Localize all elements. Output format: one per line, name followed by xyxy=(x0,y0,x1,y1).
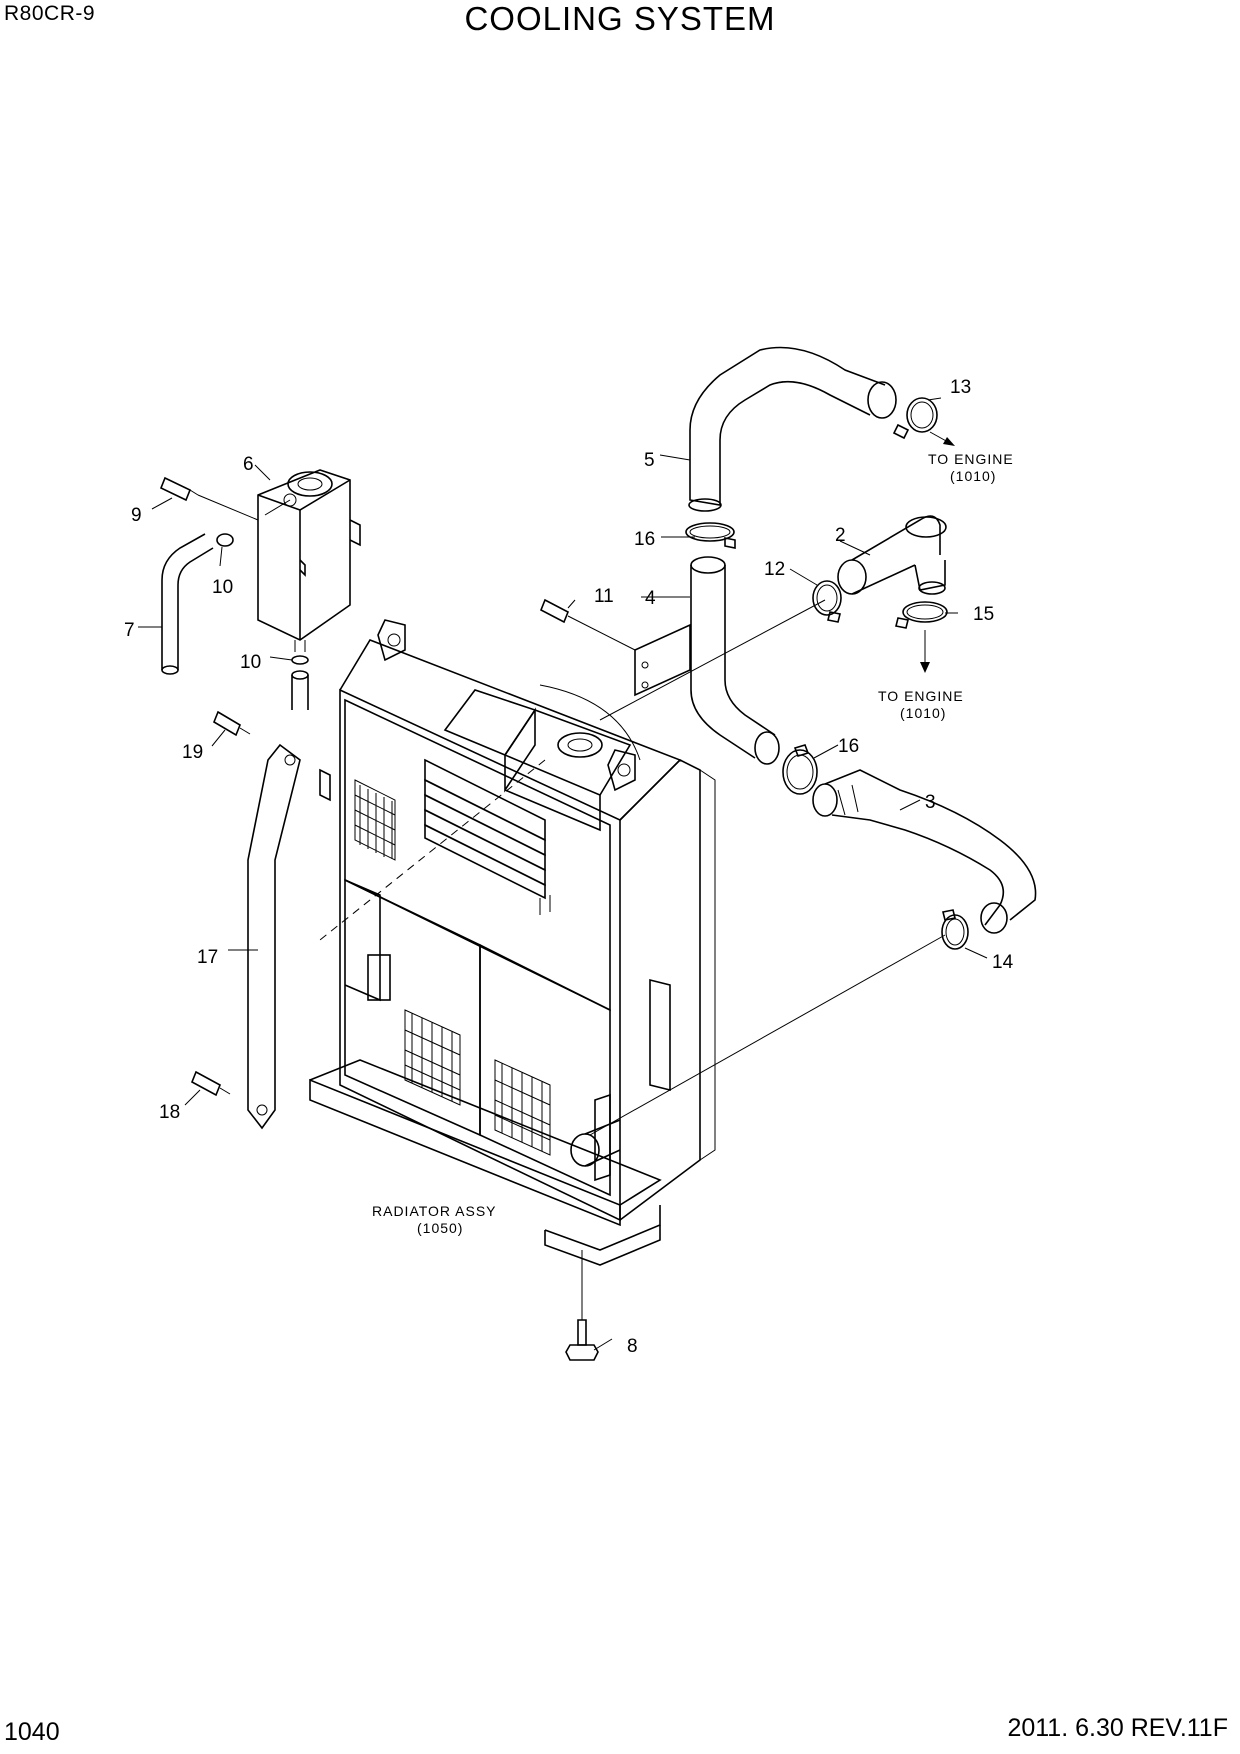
callout-5: 5 xyxy=(644,450,655,471)
hose-3 xyxy=(812,769,1037,934)
tank-outlet-hose xyxy=(291,655,309,710)
overflow-hose xyxy=(161,533,214,670)
leader-lines xyxy=(138,397,988,1351)
callout-10-lower: 10 xyxy=(240,652,261,673)
oil-cooler xyxy=(424,758,551,915)
page-number: 1040 xyxy=(4,1718,60,1746)
note-to-engine-lower-ref: (1010) xyxy=(900,705,946,721)
callout-19: 19 xyxy=(182,742,203,763)
note-radiator-assy: RADIATOR ASSY xyxy=(372,1203,497,1219)
callout-6: 6 xyxy=(243,454,254,475)
callout-10-upper: 10 xyxy=(212,577,233,598)
clamp-15 xyxy=(895,601,948,629)
callout-8: 8 xyxy=(627,1336,638,1357)
callout-14: 14 xyxy=(992,952,1014,973)
bolt-11 xyxy=(539,598,691,697)
note-to-engine-upper-ref: (1010) xyxy=(950,468,996,484)
hose-2 xyxy=(837,515,947,595)
callout-9: 9 xyxy=(131,505,142,526)
bolt-9 xyxy=(159,476,259,521)
clamp-12 xyxy=(812,580,842,623)
notes: TO ENGINE (1010) TO ENGINE (1010) RADIAT… xyxy=(372,451,1014,1236)
hose-4 xyxy=(690,556,780,765)
clamp-16-upper xyxy=(685,522,736,549)
revision-date: 2011. 6.30 REV.11F xyxy=(1007,1714,1228,1742)
callout-12: 12 xyxy=(764,559,785,580)
callout-18: 18 xyxy=(159,1102,180,1123)
bolt-18 xyxy=(190,1070,231,1097)
callout-2: 2 xyxy=(835,525,846,546)
callout-17: 17 xyxy=(197,947,218,968)
page-title: COOLING SYSTEM xyxy=(464,0,776,37)
note-to-engine-lower: TO ENGINE xyxy=(878,688,964,704)
clamp-14 xyxy=(941,909,969,950)
callout-13: 13 xyxy=(950,377,971,398)
note-to-engine-upper: TO ENGINE xyxy=(928,451,1014,467)
callout-16-upper: 16 xyxy=(634,529,655,550)
callout-11: 11 xyxy=(594,586,614,607)
callout-15: 15 xyxy=(973,604,994,625)
callout-16-lower: 16 xyxy=(838,736,859,757)
bolt-8 xyxy=(565,1250,599,1361)
clamp-16-lower xyxy=(782,744,818,795)
bolt-19 xyxy=(213,710,251,737)
clamp-13 xyxy=(892,397,938,440)
model-code: R80CR-9 xyxy=(4,2,96,25)
to-engine-arrows xyxy=(920,431,955,673)
clamp-10-upper xyxy=(216,533,234,547)
note-radiator-ref: (1050) xyxy=(417,1220,463,1236)
callout-labels: 2 3 4 5 6 7 8 9 10 10 11 12 13 14 15 16 … xyxy=(124,377,1014,1357)
radiator-assembly xyxy=(309,619,716,1266)
callout-7: 7 xyxy=(124,620,135,641)
reserve-tank xyxy=(257,469,361,652)
callout-4: 4 xyxy=(645,588,656,609)
hose-5 xyxy=(688,346,897,512)
callout-3: 3 xyxy=(925,792,936,813)
stay-rod xyxy=(247,743,331,1130)
